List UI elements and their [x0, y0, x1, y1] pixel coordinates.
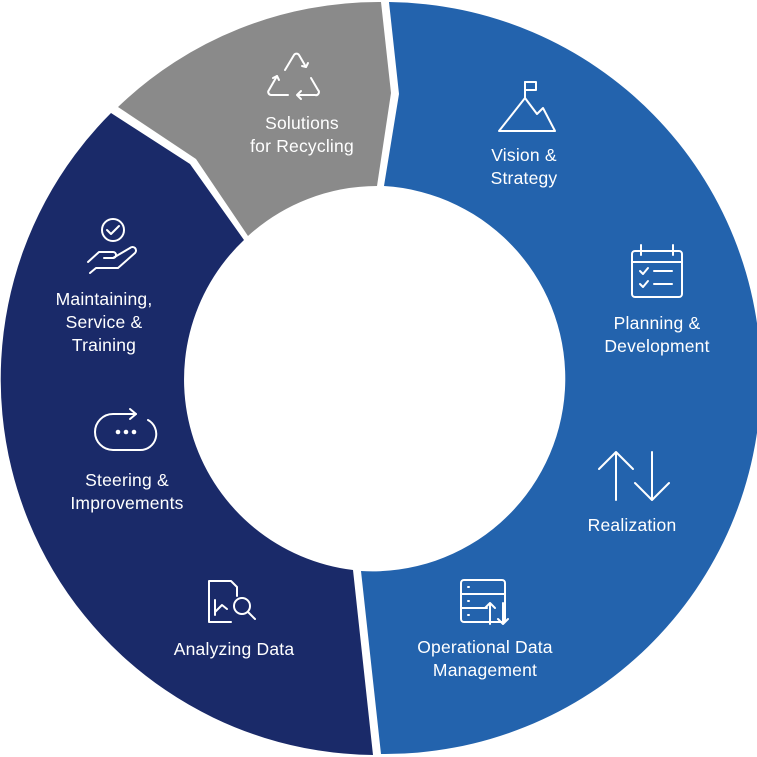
label-analyzing-data: Analyzing Data: [173, 639, 295, 659]
label-steering-improvements: Steering &Improvements: [70, 470, 184, 513]
ring-segment-blue: [361, 2, 757, 755]
label-maintaining-service-training: Maintaining,Service &Training: [55, 289, 153, 355]
label-vision-strategy: Vision &Strategy: [490, 145, 558, 188]
document-search-icon: [208, 580, 256, 623]
hand-check-icon: [87, 218, 138, 274]
up-down-arrows-icon: [598, 451, 670, 501]
database-transfer-icon: [460, 579, 509, 625]
ring-segment-dark-blue: [0, 113, 373, 755]
calendar-checklist-icon: [631, 244, 683, 298]
recycle-icon: [267, 52, 320, 100]
ring-segment-gray: [118, 1, 391, 237]
label-planning-development: Planning &Development: [604, 313, 710, 356]
refresh-dots-icon: [94, 408, 158, 452]
refresh-dots-fill: [115, 429, 137, 435]
label-realization: Realization: [587, 515, 677, 535]
mountain-flag-icon: [498, 81, 556, 132]
